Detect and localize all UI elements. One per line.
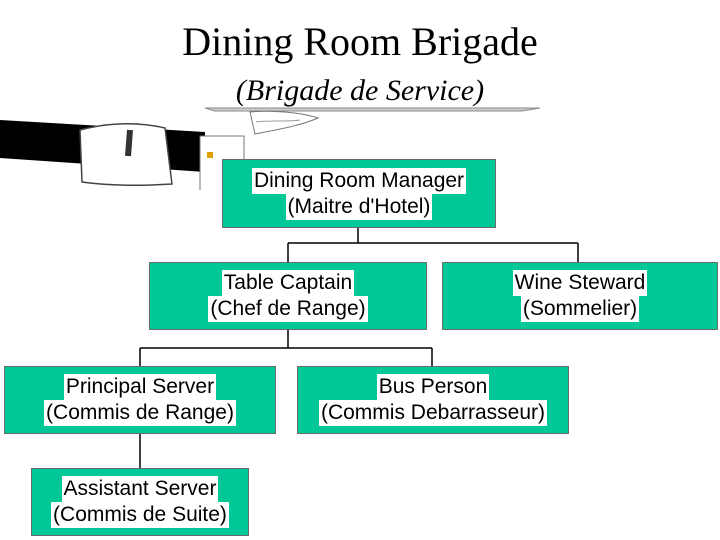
node-table-captain: Table Captain (Chef de Range) bbox=[149, 262, 427, 330]
node-sublabel: (Commis de Suite) bbox=[51, 502, 229, 528]
node-dining-room-manager: Dining Room Manager (Maitre d'Hotel) bbox=[222, 159, 496, 228]
node-label: Table Captain bbox=[221, 270, 355, 296]
node-bus-person: Bus Person (Commis Debarrasseur) bbox=[297, 366, 569, 434]
node-label: Assistant Server bbox=[61, 476, 219, 502]
node-label: Principal Server bbox=[63, 374, 217, 400]
node-wine-steward: Wine Steward (Sommelier) bbox=[442, 262, 718, 330]
node-label: Wine Steward bbox=[512, 270, 648, 296]
node-label: Bus Person bbox=[376, 374, 490, 400]
diagram-title: Dining Room Brigade bbox=[182, 19, 538, 64]
node-assistant-server: Assistant Server (Commis de Suite) bbox=[31, 468, 249, 536]
node-principal-server: Principal Server (Commis de Range) bbox=[4, 366, 276, 434]
node-sublabel: (Chef de Range) bbox=[208, 296, 368, 322]
node-label: Dining Room Manager bbox=[251, 167, 467, 194]
diagram-subtitle: (Brigade de Service) bbox=[235, 74, 485, 107]
node-sublabel: (Sommelier) bbox=[520, 296, 640, 322]
node-sublabel: (Commis Debarrasseur) bbox=[318, 400, 548, 426]
node-sublabel: (Commis de Range) bbox=[44, 400, 236, 426]
node-sublabel: (Maitre d'Hotel) bbox=[285, 193, 433, 220]
